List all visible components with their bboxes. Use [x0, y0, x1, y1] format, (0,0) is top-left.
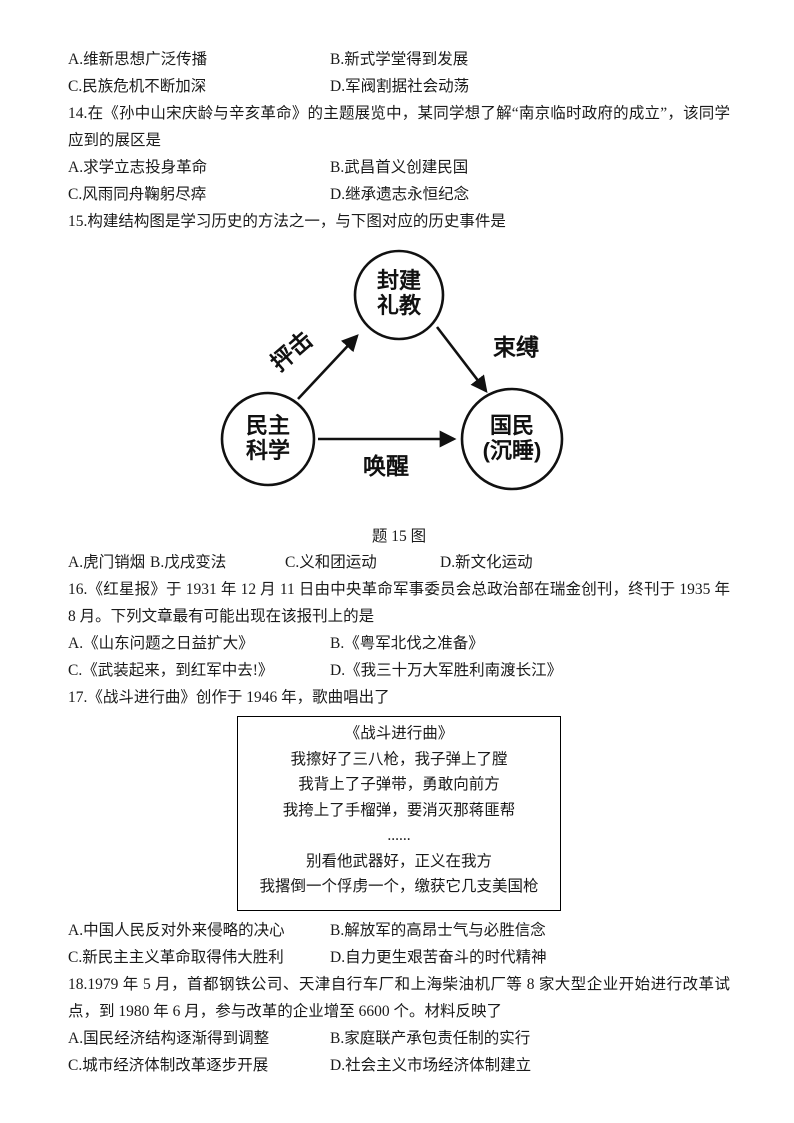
song-line: 我挎上了手榴弹，要消灭那蒋匪帮 — [282, 801, 516, 819]
q16-options-row-2: C.《武装起来，到红军中去!》 D.《我三十万大军胜利南渡长江》 — [68, 657, 730, 684]
q14-stem: 14.在《孙中山宋庆龄与辛亥革命》的主题展览中，某同学想了解“南京临时政府的成立… — [68, 105, 730, 149]
node-feudal-ethics-line1: 封建 — [377, 268, 421, 293]
q14-options-row-1: A.求学立志投身革命 B.武昌首义创建民国 — [68, 154, 730, 181]
q17-stem: 17.《战斗进行曲》创作于 1946 年，歌曲唱出了 — [68, 689, 390, 706]
q17-option-c: C.新民主主义革命取得伟大胜利 — [68, 948, 284, 966]
q18-option-c: C.城市经济体制改革逐步开展 — [68, 1056, 269, 1074]
edge-attack-arrow — [297, 334, 359, 400]
node-citizens-circle — [460, 387, 564, 491]
q17-options-row-2: C.新民主主义革命取得伟大胜利 D.自力更生艰苦奋斗的时代精神 — [68, 944, 730, 971]
edge-label-bind: 束缚 — [493, 334, 539, 360]
edge-label-awaken: 唤醒 — [363, 453, 409, 479]
q14-option-b: B.武昌首义创建民国 — [330, 159, 469, 176]
edge-bind-arrow — [435, 326, 488, 394]
concept-map-figure: 抨击 束缚 唤醒 封建 礼教 民主 科学 国民 (沉睡) — [220, 249, 564, 491]
q15-stem: 15.构建结构图是学习历史的方法之一，与下图对应的历史事件是 — [68, 213, 506, 230]
node-feudal-ethics-circle — [353, 249, 445, 341]
song-line: 别看他武器好，正义在我方 — [305, 852, 492, 870]
node-citizens-line1: 国民 — [490, 413, 534, 438]
q15-option-d: D.新文化运动 — [440, 554, 533, 571]
q16-option-b: B.《粤军北伐之准备》 — [330, 635, 484, 652]
q14-option-a: A.求学立志投身革命 — [68, 159, 208, 176]
q14-option-c: C.风雨同舟鞠躬尽瘁 — [68, 186, 207, 203]
node-democracy-science-line2: 科学 — [246, 438, 290, 463]
q17-option-a: A.中国人民反对外来侵略的决心 — [68, 921, 285, 939]
q18-option-d: D.社会主义市场经济体制建立 — [330, 1056, 532, 1074]
q16-option-c: C.《武装起来，到红军中去!》 — [68, 662, 274, 679]
q13-options-row-1: A.维新思想广泛传播 B.新式学堂得到发展 — [68, 46, 730, 73]
q13-option-d: D.军阀割据社会动荡 — [330, 78, 470, 95]
node-democracy-science-line1: 民主 — [246, 413, 290, 438]
q15-concept-diagram: 抨击 束缚 唤醒 封建 礼教 民主 科学 国民 (沉睡) 题 15 图 — [68, 243, 730, 549]
node-citizens-line2: (沉睡) — [483, 438, 542, 463]
q17-options-row-1: A.中国人民反对外来侵略的决心 B.解放军的高昂士气与必胜信念 — [68, 917, 730, 944]
q15-option-a: A.虎门销烟 — [68, 554, 146, 571]
q17-option-d: D.自力更生艰苦奋斗的时代精神 — [330, 948, 547, 966]
node-democracy-science-circle — [220, 391, 316, 487]
q15-option-b: B.戊戌变法 — [150, 554, 227, 571]
q16-options-row-1: A.《山东问题之日益扩大》 B.《粤军北伐之准备》 — [68, 630, 730, 657]
node-feudal-ethics-line2: 礼教 — [377, 293, 422, 318]
q16-option-d: D.《我三十万大军胜利南渡长江》 — [330, 662, 563, 679]
song-line: 我擦好了三八枪，我子弹上了膛 — [290, 750, 508, 768]
q13-options-row-2: C.民族危机不断加深 D.军阀割据社会动荡 — [68, 73, 730, 100]
q14-options-row-2: C.风雨同舟鞠躬尽瘁 D.继承遗志永恒纪念 — [68, 181, 730, 208]
song-line: 我撂倒一个俘虏一个，缴获它几支美国枪 — [259, 878, 539, 895]
song-line: ...... — [387, 827, 411, 844]
song-lyrics-box: 《战斗进行曲》 我擦好了三八枪，我子弹上了膛 我背上了子弹带，勇敢向前方 我挎上… — [237, 716, 561, 911]
q17-option-b: B.解放军的高昂士气与必胜信念 — [330, 921, 546, 939]
q18-option-a: A.国民经济结构逐渐得到调整 — [68, 1029, 270, 1047]
q14-option-d: D.继承遗志永恒纪念 — [330, 186, 470, 203]
q18-options-row-2: C.城市经济体制改革逐步开展 D.社会主义市场经济体制建立 — [68, 1052, 730, 1079]
q13-option-c: C.民族危机不断加深 — [68, 78, 207, 95]
q18-option-b: B.家庭联产承包责任制的实行 — [330, 1029, 531, 1047]
song-line: 我背上了子弹带，勇敢向前方 — [298, 776, 500, 793]
figure-caption: 题 15 图 — [371, 528, 427, 545]
song-title: 《战斗进行曲》 — [344, 725, 454, 742]
edge-label-attack: 抨击 — [266, 326, 318, 376]
q16-option-a: A.《山东问题之日益扩大》 — [68, 635, 254, 652]
q16-stem: 16.《红星报》于 1931 年 12 月 11 日由中央革命军事委员会总政治部… — [68, 581, 730, 625]
q15-options-row: A.虎门销烟 B.戊戌变法 C.义和团运动 D.新文化运动 — [68, 549, 730, 576]
q18-options-row-1: A.国民经济结构逐渐得到调整 B.家庭联产承包责任制的实行 — [68, 1025, 730, 1052]
q15-option-c: C.义和团运动 — [285, 554, 377, 571]
q13-option-b: B.新式学堂得到发展 — [330, 51, 469, 68]
q13-option-a: A.维新思想广泛传播 — [68, 51, 208, 68]
q18-stem: 18.1979 年 5 月，首都钢铁公司、天津自行车厂和上海柴油机厂等 8 家大… — [68, 975, 730, 1020]
